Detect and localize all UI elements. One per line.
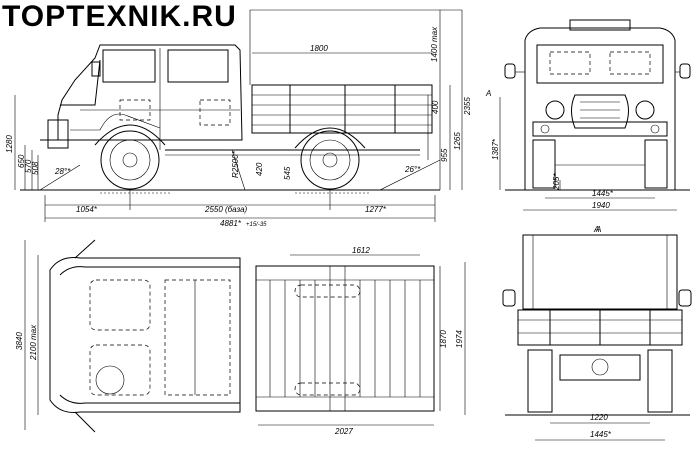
dim-3840: 3840 [15, 332, 24, 350]
dim-front-track: 1445* [592, 189, 614, 198]
dim-outer-length: 1974 [455, 330, 464, 348]
section-a-side: А [485, 89, 491, 98]
dim-508: 508 [31, 161, 40, 175]
dim-rear-track: 1220 [590, 413, 608, 422]
dim-body-height: 2355 [463, 97, 472, 116]
dim-overall-length-tol: +15/-35 [246, 222, 267, 228]
section-a-rear: А [593, 225, 599, 234]
dim-1280: 1280 [5, 135, 14, 153]
rear-view-labels: 1220 1445* А [590, 225, 612, 439]
top-view [24, 239, 466, 433]
dim-r2500: R2500* [231, 150, 240, 178]
dim-955: 955 [440, 148, 449, 162]
dim-2027: 2027 [334, 427, 353, 436]
dim-inner-length: 1870 [439, 330, 448, 348]
dim-1387: 1387* [491, 138, 500, 160]
dim-inner-width: 1612 [352, 246, 370, 255]
dim-rear-track-outer: 1445* [590, 430, 612, 439]
dim-front-overhang: 1054* [76, 205, 98, 214]
side-view [14, 9, 463, 222]
dim-rear-overhang: 1277* [365, 205, 387, 214]
site-watermark-logo: TOPTEXNIK.RU [2, 0, 237, 33]
rear-view [502, 234, 692, 441]
dim-approach-angle: 28°* [54, 167, 71, 176]
dim-width-max: 2100 max [29, 324, 38, 361]
dim-side-height: 400 [431, 100, 440, 114]
dim-wheelbase: 2550 (база) [204, 205, 248, 214]
dim-1265: 1265 [453, 132, 462, 150]
dim-width: 1940 [592, 201, 610, 210]
dim-cargo-length: 1800 [310, 44, 328, 53]
dim-420: 420 [255, 162, 264, 176]
section-a-front: А [595, 225, 601, 234]
dim-570: 570 [24, 159, 33, 173]
front-view-labels: 1387* 205* 1445* 1940 А [491, 138, 614, 234]
top-view-labels: 1612 3840 2100 max 1870 1974 2027 [15, 246, 464, 436]
dim-clearance: 205* [552, 173, 561, 191]
dim-545: 545 [283, 166, 292, 180]
cargo-floor-slats [269, 280, 421, 397]
side-view-labels: 1800 1400 max 400 2355 1265 955 1280 650… [5, 26, 491, 228]
dim-650: 650 [17, 154, 26, 168]
front-view [499, 19, 691, 211]
dim-overall-length: 4881* [220, 219, 242, 228]
dim-departure-angle: 26°* [404, 165, 421, 174]
dim-height-total: 1400 max [430, 26, 439, 62]
